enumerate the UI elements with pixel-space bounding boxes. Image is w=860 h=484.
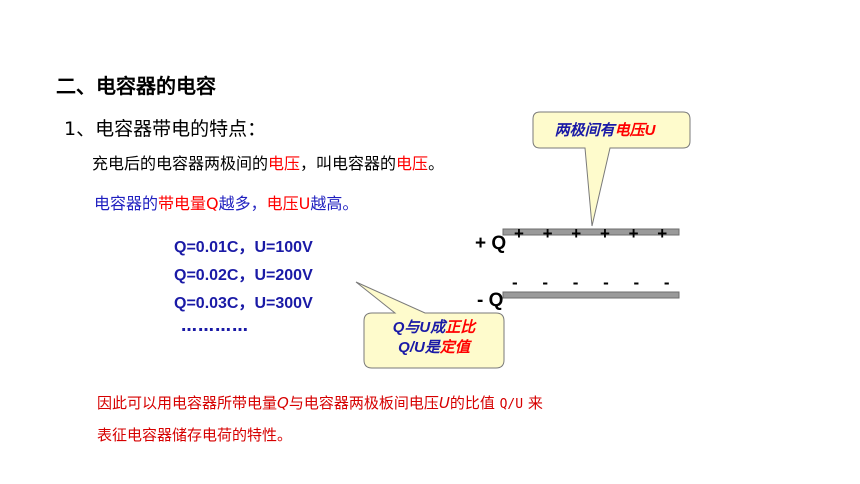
positive-plate <box>502 228 680 236</box>
negative-plate-label: - Q <box>477 290 504 311</box>
ellipsis: ………… <box>181 316 249 335</box>
callout-voltage-bubble <box>532 111 691 227</box>
callout-ratio-line1-b: 正比 <box>445 319 476 336</box>
callout-ratio-line2-a: Q/U是 <box>398 339 440 356</box>
callout-ratio-bubble <box>355 281 505 369</box>
conclusion-text-3: 的比值 <box>449 394 500 412</box>
conclusion-text-4: 来 <box>523 394 543 412</box>
conclusion-text-1: 因此可以用电容器所带电量 <box>97 394 278 412</box>
conclusion-u: U <box>438 394 450 412</box>
callout-ratio-line1-a: Q与U成 <box>392 319 446 336</box>
relation-text-2: 越多， <box>218 194 267 213</box>
negative-plate <box>502 291 680 299</box>
conclusion-line-1: 因此可以用电容器所带电量Q与电容器两极板间电压U的比值 Q/U 来 <box>97 392 543 413</box>
positive-charges: + + + + + + <box>514 224 668 243</box>
conclusion-line-2: 表征电容器储存电荷的特性。 <box>97 426 293 444</box>
equation-row: Q=0.01C，U=100V <box>174 239 313 256</box>
definition-text-2: ，叫电容器的 <box>300 154 397 173</box>
definition-line: 充电后的电容器两极间的电压，叫电容器的电压。 <box>92 150 444 174</box>
callout-voltage-text-1: 两极间有 <box>554 122 615 139</box>
equation-row: Q=0.03C，U=300V <box>174 295 313 312</box>
relation-voltage: 电压U <box>266 194 311 213</box>
callout-ratio-text: Q与U成正比 Q/U是定值 <box>366 318 502 358</box>
definition-voltage-1: 电压 <box>268 154 301 173</box>
relation-line: 电容器的带电量Q越多，电压U越高。 <box>94 190 358 214</box>
positive-plate-label: + Q <box>475 233 507 254</box>
callout-voltage-text: 两极间有电压U <box>535 119 675 140</box>
section-title: 二、电容器的电容 <box>56 74 216 98</box>
definition-voltage-2: 电压 <box>396 154 429 173</box>
relation-charge: 带电量Q <box>158 194 219 213</box>
definition-text-1: 充电后的电容器两极间的 <box>92 154 269 173</box>
conclusion-text-2: 与电容器两极板间电压 <box>288 394 439 412</box>
relation-text-1: 电容器的 <box>94 194 159 213</box>
negative-charges: - - - - - - <box>512 273 670 292</box>
subsection-title: 1、电容器带电的特点： <box>64 118 267 140</box>
definition-text-3: 。 <box>428 154 445 173</box>
callout-voltage-text-2: 电压U <box>614 122 656 139</box>
conclusion-ratio: Q/U <box>499 397 524 412</box>
equation-row: Q=0.02C，U=200V <box>174 267 313 284</box>
relation-text-3: 越高。 <box>310 194 359 213</box>
callout-ratio-line2-b: 定值 <box>439 339 470 356</box>
conclusion-q: Q <box>277 394 289 412</box>
